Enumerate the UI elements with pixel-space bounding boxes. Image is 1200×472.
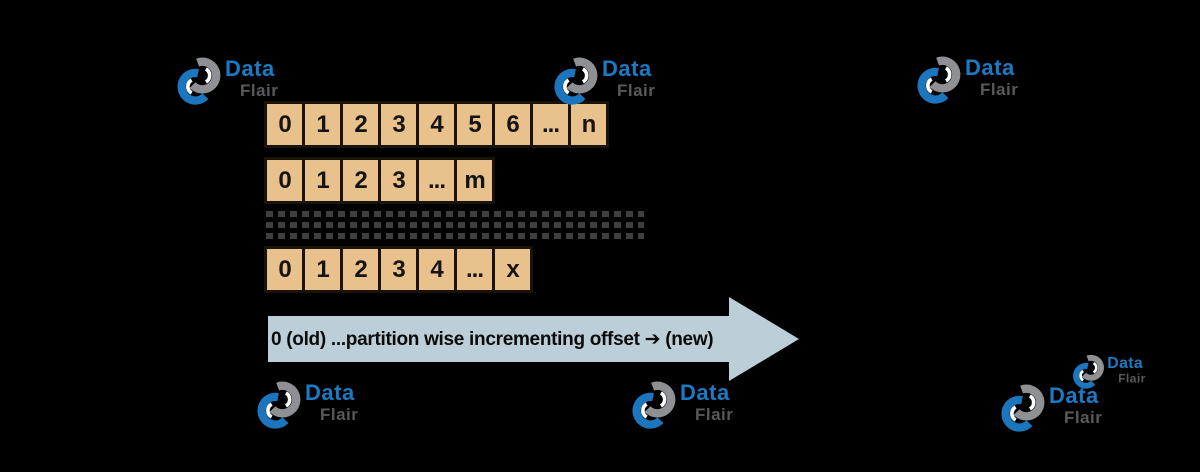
logo-text-data: Data bbox=[1107, 353, 1144, 372]
offset-arrow-body: 0 (old) ...partition wise incrementing o… bbox=[268, 316, 730, 362]
logo-text-data: Data bbox=[1049, 383, 1099, 408]
partition-cell: 6 bbox=[495, 104, 530, 145]
dash-line bbox=[266, 222, 644, 228]
dash-line bbox=[266, 211, 644, 217]
dataflair-watermark: Data Flair bbox=[1000, 382, 1102, 434]
dataflair-logo-icon bbox=[1001, 384, 1045, 432]
offset-arrow: 0 (old) ...partition wise incrementing o… bbox=[268, 297, 799, 381]
partition-cell: 4 bbox=[419, 249, 454, 290]
partition-cell: m bbox=[457, 160, 492, 201]
partition-cell: 2 bbox=[343, 160, 378, 201]
logo-text-data: Data bbox=[602, 56, 652, 81]
dataflair-watermark: Data Flair bbox=[553, 55, 655, 107]
partition-cell: 0 bbox=[267, 160, 302, 201]
partition-cell: 1 bbox=[305, 104, 340, 145]
partition-cell: 1 bbox=[305, 249, 340, 290]
logo-text-flair: Flair bbox=[617, 81, 656, 100]
dataflair-logo-icon bbox=[257, 381, 301, 429]
dataflair-watermark: Data Flair bbox=[916, 54, 1018, 106]
partition-cell: 0 bbox=[267, 249, 302, 290]
partition-cell: 4 bbox=[419, 104, 454, 145]
partition-cell: 5 bbox=[457, 104, 492, 145]
logo-text-data: Data bbox=[680, 380, 730, 405]
partition-row-2: 0 1 2 3 ... m bbox=[264, 157, 495, 204]
dataflair-logo-icon bbox=[1073, 354, 1104, 389]
logo-text-flair: Flair bbox=[320, 405, 359, 424]
dataflair-logo-icon bbox=[917, 56, 961, 104]
dataflair-watermark: Data Flair bbox=[1072, 353, 1146, 390]
partition-row-1: 0 1 2 3 4 5 6 ... n bbox=[264, 101, 609, 148]
dataflair-watermark: Data Flair bbox=[176, 55, 278, 107]
logo-text-data: Data bbox=[305, 380, 355, 405]
dash-line bbox=[266, 233, 644, 239]
logo-text-flair: Flair bbox=[980, 80, 1019, 99]
dataflair-logo-icon bbox=[554, 57, 598, 105]
partition-cell: 0 bbox=[267, 104, 302, 145]
partition-cell: n bbox=[571, 104, 606, 145]
partition-cell: 2 bbox=[343, 249, 378, 290]
offset-arrow-label: 0 (old) ...partition wise incrementing o… bbox=[271, 328, 714, 350]
partition-cell: 1 bbox=[305, 160, 340, 201]
partition-cell-ellipsis: ... bbox=[533, 104, 568, 145]
logo-text-flair: Flair bbox=[240, 81, 279, 100]
partition-cell: x bbox=[495, 249, 530, 290]
logo-text-flair: Flair bbox=[1118, 371, 1146, 386]
offset-arrow-head-icon bbox=[729, 297, 799, 381]
logo-text-flair: Flair bbox=[695, 405, 734, 424]
partition-row-3: 0 1 2 3 4 ... x bbox=[264, 246, 533, 293]
logo-text-data: Data bbox=[965, 55, 1015, 80]
dataflair-watermark: Data Flair bbox=[256, 379, 358, 431]
logo-text-data: Data bbox=[225, 56, 275, 81]
dataflair-logo-icon bbox=[177, 57, 221, 105]
dataflair-logo-icon bbox=[632, 381, 676, 429]
partition-cell: 3 bbox=[381, 160, 416, 201]
partition-cell-ellipsis: ... bbox=[419, 160, 454, 201]
partition-separator-dashes bbox=[266, 211, 644, 244]
dataflair-watermark: Data Flair bbox=[631, 379, 733, 431]
partition-cell: 3 bbox=[381, 104, 416, 145]
logo-text-flair: Flair bbox=[1064, 408, 1103, 427]
partition-cell-ellipsis: ... bbox=[457, 249, 492, 290]
partition-cell: 2 bbox=[343, 104, 378, 145]
partition-cell: 3 bbox=[381, 249, 416, 290]
